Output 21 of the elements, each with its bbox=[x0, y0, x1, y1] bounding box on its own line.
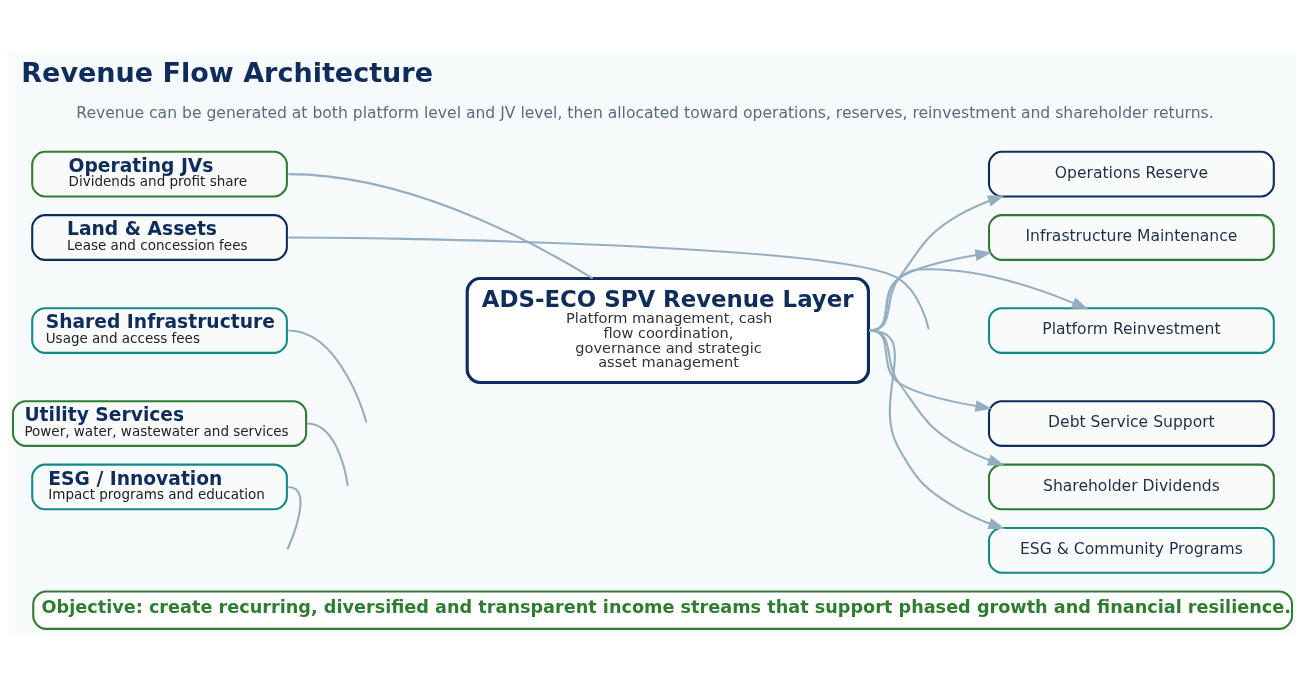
node-box: Platform Reinvestment bbox=[987, 307, 1275, 354]
arrow bbox=[869, 268, 1089, 332]
node-box: Infrastructure Maintenance bbox=[987, 214, 1275, 261]
arrow bbox=[869, 329, 1005, 530]
node-box: Debt Service Support bbox=[987, 400, 1275, 447]
diagram-title: Revenue Flow Architecture bbox=[21, 56, 433, 88]
node-box: ADS-ECO SPV Revenue Layer Platform management, cash flow coordination, governance and strategic asset management bbox=[465, 277, 870, 385]
node-box: Operating JVs Dividends and profit share bbox=[31, 150, 288, 198]
connector bbox=[288, 329, 368, 423]
label: Revenue can be generated at both platform level and JV level, then allocated toward operations, reserves, reinvestment and shareholder returns. bbox=[76, 103, 1214, 122]
connector bbox=[288, 173, 594, 280]
connector bbox=[307, 422, 349, 487]
node-box: Utility Services Power, water, wastewater and services bbox=[11, 400, 308, 447]
connector bbox=[288, 236, 930, 330]
node-box: Shared Infrastructure Usage and access fees bbox=[31, 307, 288, 354]
node-box: Land & Assets Lease and concession fees bbox=[31, 214, 288, 261]
node-box: Shareholder Dividends bbox=[987, 463, 1275, 511]
node-box: Operations Reserve bbox=[987, 150, 1275, 198]
node-box: ESG & Community Programs bbox=[987, 527, 1275, 574]
node-box: ESG / Innovation Impact programs and education bbox=[31, 463, 288, 511]
node-box: Objective: create recurring, diversified and transparent income streams that support phased growth and financial resilience. bbox=[32, 590, 1294, 630]
